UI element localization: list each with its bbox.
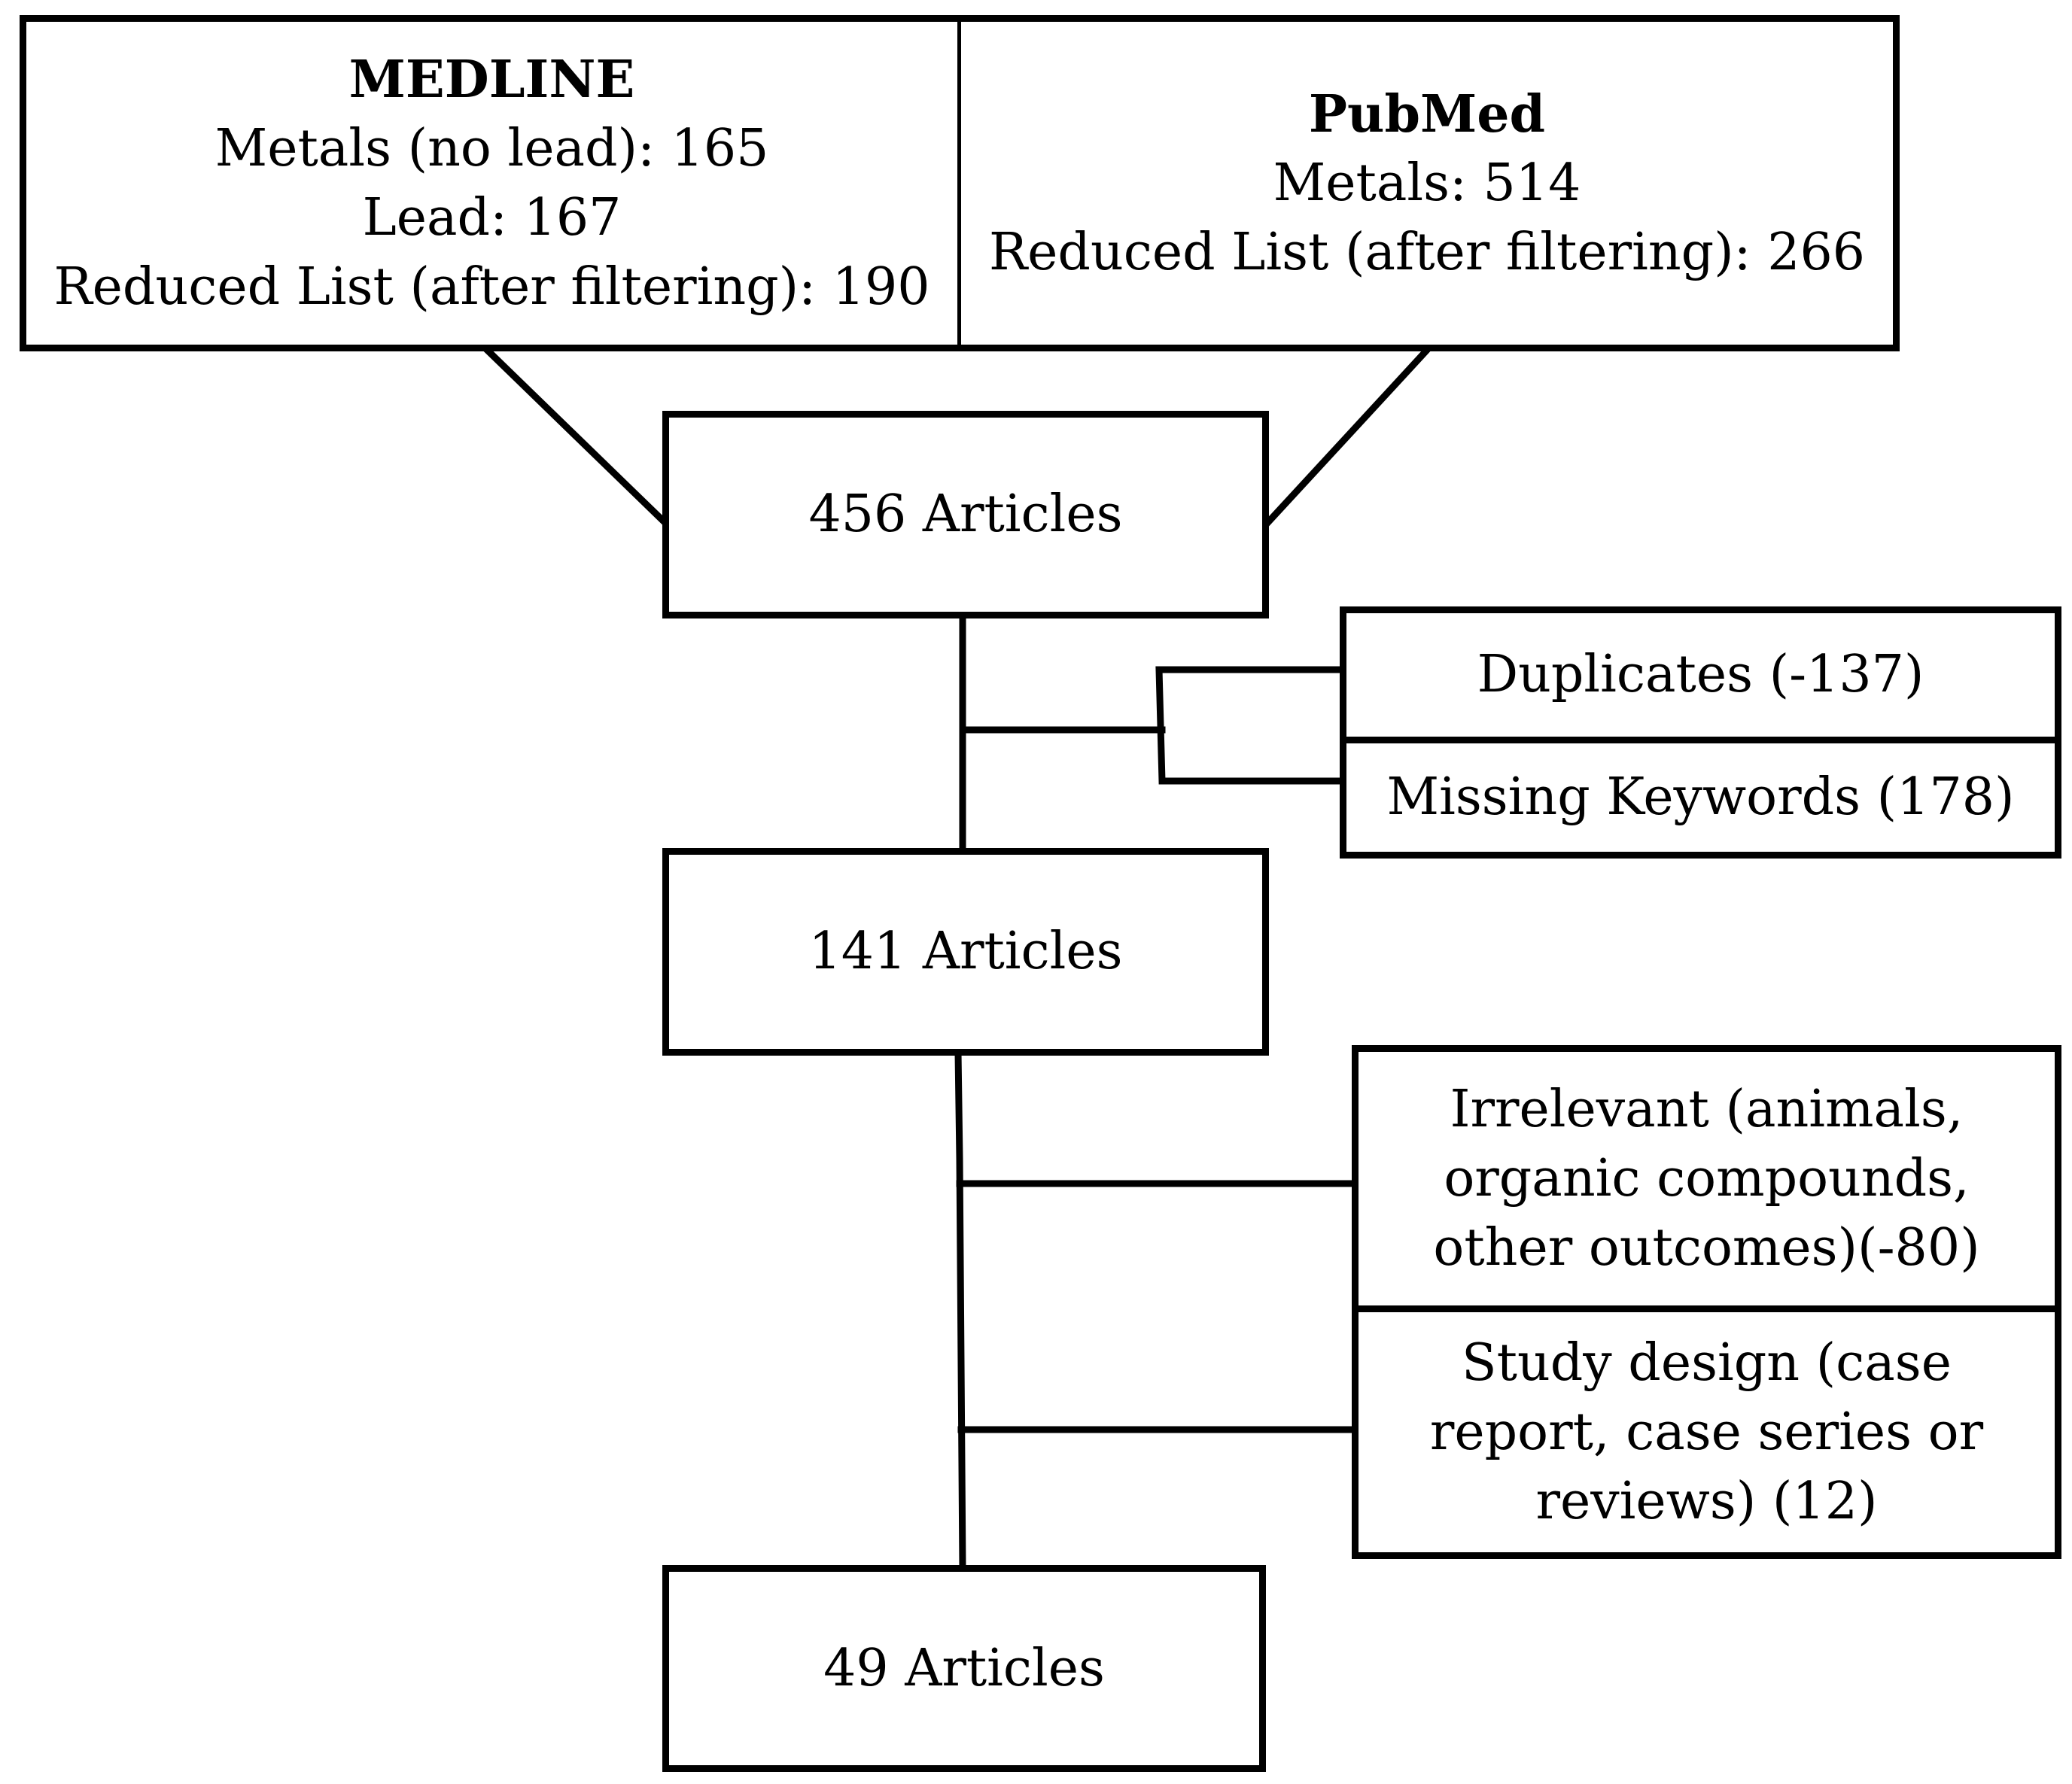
stage-141-articles-box: 141 Articles [662,848,1269,1056]
exclusion-study-design-line-1: Study design (case [1462,1333,1952,1393]
exclusion-irrelevant: Irrelevant (animals, organic compounds, … [1359,1052,2055,1305]
exclusion-study-design-line-2: report, case series or [1429,1402,1984,1462]
pubmed-title: PubMed [1308,84,1546,144]
exclusion-study-design: Study design (case report, case series o… [1359,1305,2055,1552]
medline-lead: Lead: 167 [362,187,622,248]
exclusion-duplicates: Duplicates (-137) [1346,613,2055,737]
exclusion-missing-keywords: Missing Keywords (178) [1346,737,2055,852]
exclusions-group-2: Irrelevant (animals, organic compounds, … [1352,1045,2061,1559]
connector-medline-to-456 [480,343,671,528]
stage-456-articles-label: 456 Articles [808,485,1123,544]
connector-141-to-49 [954,1049,966,1573]
medline-source-box: MEDLINE Metals (no lead): 165 Lead: 167 … [20,15,960,351]
exclusion-duplicates-label: Duplicates (-137) [1477,645,1924,704]
pubmed-metals: Metals: 514 [1273,153,1581,213]
exclusion-missing-keywords-label: Missing Keywords (178) [1386,767,2015,827]
connector-bracket-exclusions-1 [1155,666,1346,785]
pubmed-reduced-list: Reduced List (after filtering): 266 [988,222,1865,282]
medline-reduced-list: Reduced List (after filtering): 190 [53,257,930,317]
exclusions-group-1: Duplicates (-137) Missing Keywords (178) [1340,606,2061,859]
exclusion-irrelevant-line-3: other outcomes)(-80) [1433,1217,1980,1278]
stage-141-articles-label: 141 Articles [808,922,1123,981]
exclusion-study-design-line-3: reviews) (12) [1535,1471,1878,1531]
exclusion-irrelevant-line-1: Irrelevant (animals, [1450,1079,1964,1139]
stage-456-articles-box: 456 Articles [662,411,1269,618]
medline-title: MEDLINE [348,49,635,110]
stage-49-articles-box: 49 Articles [662,1565,1266,1772]
exclusion-irrelevant-line-2: organic compounds, [1444,1148,1970,1208]
pubmed-source-box: PubMed Metals: 514 Reduced List (after f… [957,15,1900,351]
medline-metals-no-lead: Metals (no lead): 165 [215,118,769,178]
connector-pubmed-to-456 [1262,343,1434,528]
stage-49-articles-label: 49 Articles [823,1638,1105,1698]
